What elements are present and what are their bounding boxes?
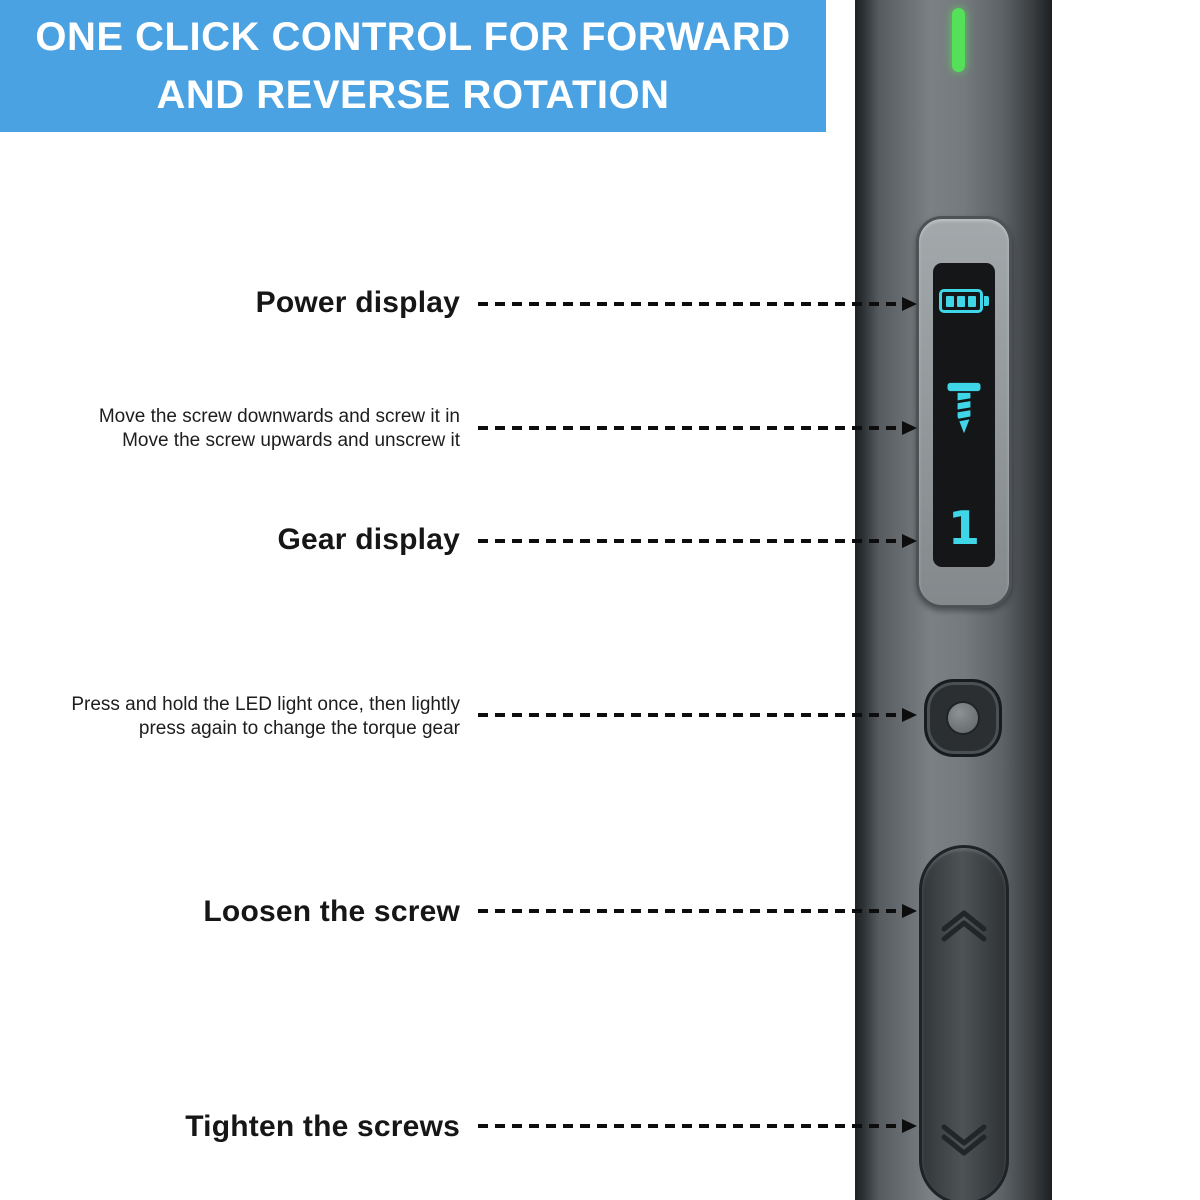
callout-tighten-label: Tighten the screws bbox=[185, 1110, 460, 1143]
callout-power-display: Power display bbox=[256, 286, 460, 320]
led-torque-button[interactable] bbox=[924, 679, 1002, 757]
callout-torque-button-line2: press again to change the torque gear bbox=[138, 718, 460, 739]
battery-nub bbox=[984, 296, 989, 306]
rocker-switch bbox=[919, 845, 1009, 1200]
callout-power-display-label: Power display bbox=[255, 286, 460, 319]
callout-screw-direction-line1: Move the screw downwards and screw it in bbox=[98, 406, 460, 427]
battery-bar bbox=[957, 295, 965, 307]
headline-line-1: ONE CLICK CONTROL FOR FORWARD bbox=[35, 15, 791, 59]
chevron-down-icon bbox=[941, 1124, 987, 1156]
callout-gear-display-label: Gear display bbox=[277, 523, 460, 556]
battery-icon bbox=[939, 289, 989, 313]
leader-line-power-display bbox=[478, 297, 917, 311]
callout-loosen: Loosen the screw bbox=[203, 895, 460, 929]
leader-line-loosen bbox=[478, 904, 917, 918]
battery-bar bbox=[946, 295, 954, 307]
torque-button-dot bbox=[946, 701, 980, 735]
callout-screw-direction-line2: Move the screw upwards and unscrew it bbox=[122, 430, 460, 451]
callout-tighten: Tighten the screws bbox=[185, 1110, 460, 1144]
battery-body bbox=[939, 289, 983, 313]
display-screen: 1 bbox=[933, 263, 995, 567]
leader-line-tighten bbox=[478, 1119, 917, 1133]
callout-torque-button: Press and hold the LED light once, then … bbox=[71, 693, 460, 741]
tighten-button[interactable] bbox=[922, 1088, 1006, 1198]
leader-line-torque-button bbox=[478, 708, 917, 722]
chevron-up-icon bbox=[941, 910, 987, 942]
screwdriver-body: 1 bbox=[855, 0, 1052, 1200]
headline-line-2: AND REVERSE ROTATION bbox=[156, 73, 670, 117]
loosen-button[interactable] bbox=[922, 868, 1006, 978]
battery-bar bbox=[968, 295, 976, 307]
leader-line-screw-direction bbox=[478, 421, 917, 435]
screw-down-icon bbox=[947, 382, 981, 434]
leader-line-gear-display bbox=[478, 534, 917, 548]
callout-loosen-label: Loosen the screw bbox=[203, 895, 460, 928]
callout-gear-display: Gear display bbox=[278, 523, 461, 557]
power-led-icon bbox=[952, 8, 965, 72]
display-module: 1 bbox=[916, 216, 1012, 608]
headline-banner: ONE CLICK CONTROL FOR FORWARD AND REVERS… bbox=[0, 0, 826, 132]
gear-value: 1 bbox=[947, 501, 980, 555]
callout-screw-direction: Move the screw downwards and screw it in… bbox=[99, 405, 460, 453]
callout-torque-button-line1: Press and hold the LED light once, then … bbox=[71, 694, 460, 715]
